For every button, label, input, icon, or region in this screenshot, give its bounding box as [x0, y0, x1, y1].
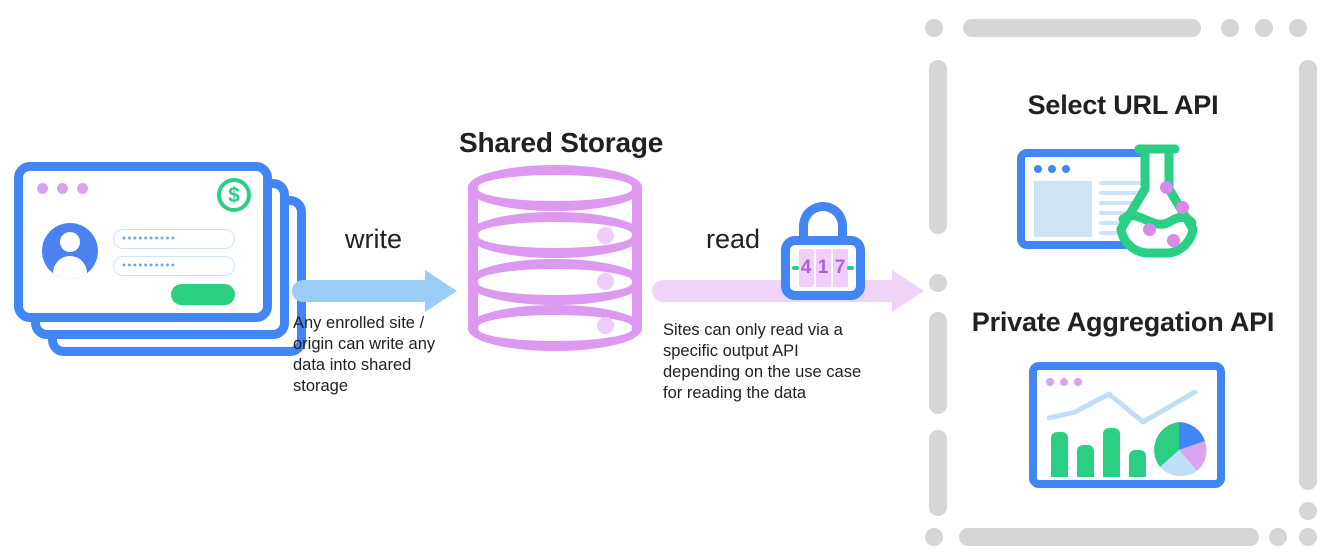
padlock-digit-2: 1	[815, 249, 831, 287]
output-apis-panel: Select URL API	[925, 12, 1321, 546]
write-arrow-label: write	[345, 224, 403, 254]
flask-bubble-1	[1160, 181, 1173, 194]
read-arrow-shaft	[652, 280, 904, 302]
window-controls-dots	[37, 183, 88, 194]
frame-dash-top-2	[963, 19, 1201, 37]
frame-dash-bottom-2	[959, 528, 1259, 546]
window-dot-2	[57, 183, 68, 194]
mini-dot-1	[1034, 165, 1042, 173]
write-arrow-head	[425, 270, 457, 312]
frame-dash-bottom-4	[1299, 528, 1317, 546]
cylinder-record-dot-2	[597, 273, 614, 290]
flask-icon	[1116, 144, 1198, 258]
frame-dash-right-1	[1299, 60, 1317, 490]
dashboard-dot-1	[1046, 378, 1054, 386]
frame-dash-right-2	[1299, 502, 1317, 520]
window-dot-1	[37, 183, 48, 194]
frame-dash-bottom-3	[1269, 528, 1287, 546]
mini-browser-window	[1017, 149, 1165, 249]
dashboard-line-chart	[1047, 390, 1198, 425]
mini-dot-2	[1048, 165, 1056, 173]
shared-storage-cylinder	[468, 165, 642, 351]
frame-dash-left-3	[929, 312, 947, 414]
cylinder-band-top	[468, 165, 642, 211]
enrolled-sites-stack: $ •••••••••• ••••••••••	[14, 162, 314, 367]
frame-dash-top-4	[1255, 19, 1273, 37]
dashboard-bar-4	[1129, 450, 1146, 477]
padlock-icon: 4 1 7	[781, 202, 865, 300]
cylinder-side	[468, 188, 642, 328]
write-arrow-shaft	[292, 280, 437, 302]
mini-text-line-1	[1099, 181, 1153, 185]
mini-text-line-3	[1099, 201, 1153, 205]
mini-window-dots	[1034, 165, 1070, 173]
frame-dash-top-1	[925, 19, 943, 37]
frame-dash-top-3	[1221, 19, 1239, 37]
flask-bubble-4	[1167, 234, 1180, 247]
dashboard-dot-3	[1074, 378, 1082, 386]
flask-bubble-2	[1176, 201, 1189, 214]
window-dot-3	[77, 183, 88, 194]
dashboard-window-dots	[1046, 378, 1082, 386]
padlock-digit-1: 4	[798, 249, 814, 287]
padlock-dash-left	[792, 266, 799, 270]
password-field-1-value: ••••••••••	[122, 232, 177, 245]
frame-dash-top-5	[1289, 19, 1307, 37]
select-url-api-title: Select URL API	[1027, 90, 1219, 120]
dashboard-bar-3	[1103, 428, 1120, 477]
avatar	[42, 223, 98, 279]
cylinder-record-dot-1	[597, 227, 614, 244]
dollar-icon: $	[217, 178, 251, 212]
flask-bubble-3	[1143, 223, 1156, 236]
cylinder-record-dot-3	[597, 317, 614, 334]
select-url-api-block[interactable]: Select URL API	[925, 90, 1321, 121]
padlock-digit-3: 7	[832, 249, 848, 287]
read-arrow-head	[892, 270, 924, 312]
frame-dash-bottom-1	[925, 528, 943, 546]
padlock-dash-right	[847, 266, 854, 270]
frame-dash-left-1	[929, 60, 947, 234]
password-field-2-value: ••••••••••	[122, 259, 177, 272]
frame-dash-left-4	[929, 430, 947, 516]
mini-text-line-2	[1099, 191, 1153, 195]
write-arrow	[292, 270, 467, 312]
dashboard-dot-2	[1060, 378, 1068, 386]
submit-button[interactable]	[171, 284, 235, 305]
password-field-2[interactable]: ••••••••••	[113, 256, 235, 276]
read-arrow-label: read	[706, 224, 761, 254]
site-card-front: $ •••••••••• ••••••••••	[14, 162, 272, 322]
password-field-1[interactable]: ••••••••••	[113, 229, 235, 249]
mini-content-block	[1034, 181, 1092, 237]
dashboard-pie-chart	[1154, 422, 1207, 477]
padlock-shackle	[799, 202, 847, 246]
private-aggregation-api-block[interactable]: Private Aggregation API	[925, 307, 1321, 338]
private-aggregation-api-title: Private Aggregation API	[971, 307, 1275, 337]
padlock-body: 4 1 7	[781, 236, 865, 300]
frame-dash-left-2	[929, 274, 947, 292]
shared-storage-title: Shared Storage	[459, 127, 664, 158]
dashboard-bar-1	[1051, 432, 1068, 477]
dashboard-charts-icon	[1029, 362, 1225, 488]
mini-dot-3	[1062, 165, 1070, 173]
dashboard-bar-2	[1077, 445, 1094, 477]
browser-with-flask-icon	[1017, 141, 1227, 259]
